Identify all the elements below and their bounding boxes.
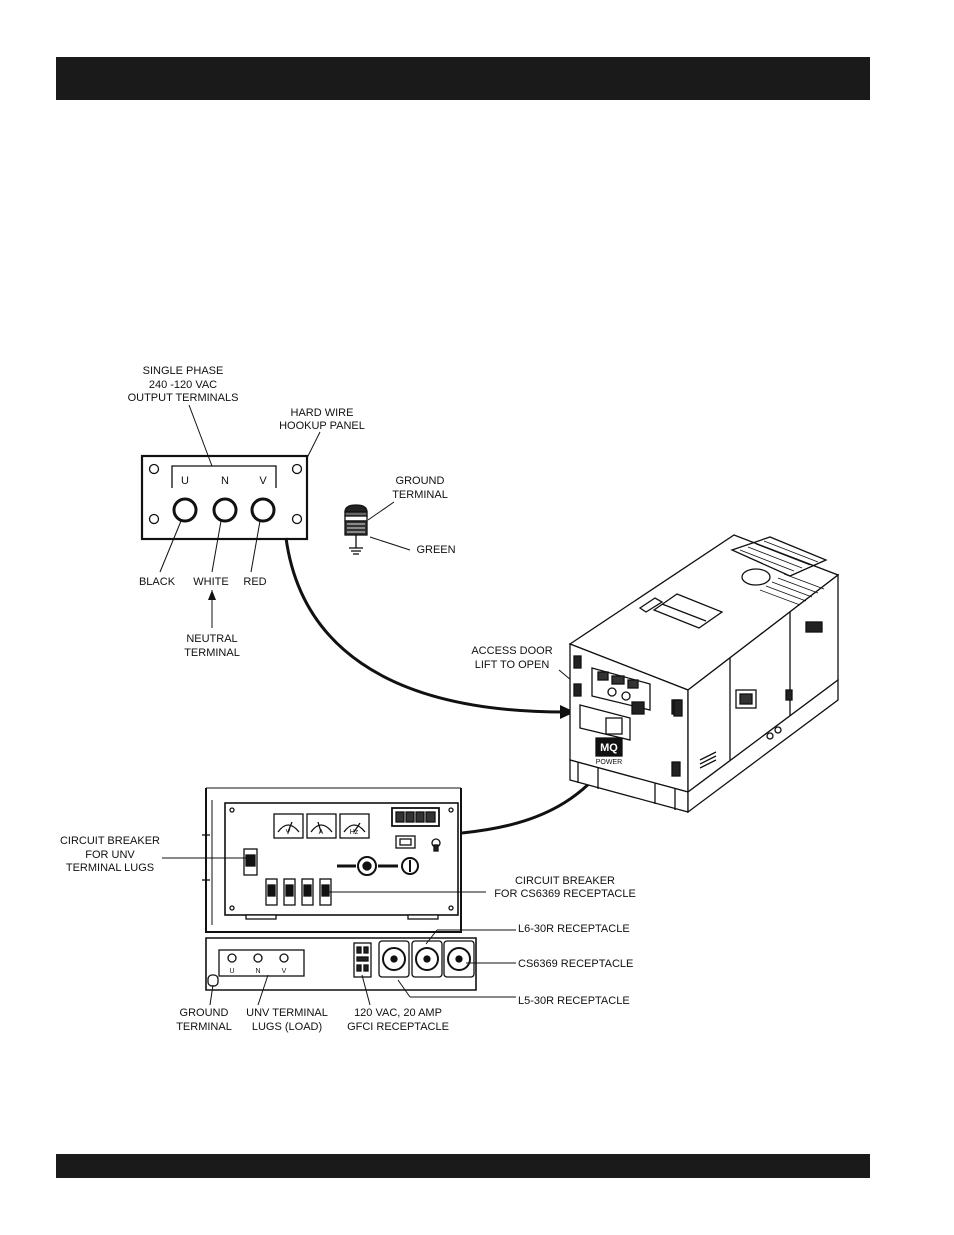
breaker-unv-label-1: CIRCUIT BREAKER xyxy=(60,835,160,847)
brand-logo: MQ xyxy=(600,742,618,754)
terminal-n-label: N xyxy=(221,475,229,487)
access-door-label-1: ACCESS DOOR xyxy=(471,645,552,657)
gfci-label-2: GFCI RECEPTACLE xyxy=(347,1021,449,1033)
lug-n-label: N xyxy=(255,968,260,975)
brand-sub-label: POWER xyxy=(596,759,622,766)
terminal-u-label: U xyxy=(181,475,189,487)
ground-terminal-label-2: TERMINAL xyxy=(392,489,448,501)
panel-ground-label-2: TERMINAL xyxy=(176,1021,232,1033)
terminal-v-label: V xyxy=(259,475,267,487)
neutral-terminal-label-2: TERMINAL xyxy=(184,647,240,659)
unv-lugs-label-1: UNV TERMINAL xyxy=(246,1007,328,1019)
hard-wire-label-2: HOOKUP PANEL xyxy=(279,420,365,432)
red-wire-label: RED xyxy=(243,576,266,588)
breaker-cs6369-label-1: CIRCUIT BREAKER xyxy=(515,875,615,887)
footer-bar xyxy=(56,1154,870,1178)
ground-terminal-label-1: GROUND xyxy=(396,475,445,487)
meter-v-label: V xyxy=(286,829,291,836)
breaker-cs6369-label-2: FOR CS6369 RECEPTACLE xyxy=(494,888,636,900)
l6-receptacle-label: L6-30R RECEPTACLE xyxy=(518,923,630,935)
l5-receptacle-label: L5-30R RECEPTACLE xyxy=(518,995,630,1007)
green-wire-label: GREEN xyxy=(416,544,455,556)
breaker-unv-label-2: FOR UNV xyxy=(85,849,135,861)
output-terminals-label-1: SINGLE PHASE xyxy=(143,365,224,377)
black-wire-label: BLACK xyxy=(139,576,176,588)
header-bar xyxy=(56,57,870,100)
control-panel xyxy=(202,787,477,991)
meter-a-label: A xyxy=(319,829,324,836)
generator-illustration xyxy=(568,534,840,814)
unv-lugs-label-2: LUGS (LOAD) xyxy=(252,1021,322,1033)
neutral-arrow-icon xyxy=(208,590,216,600)
gfci-label-1: 120 VAC, 20 AMP xyxy=(354,1007,442,1019)
hard-wire-label-1: HARD WIRE xyxy=(291,407,354,419)
ground-terminal-icon xyxy=(344,504,368,555)
hookup-panel xyxy=(140,454,309,541)
cable-arrow-icon xyxy=(560,705,575,719)
lug-u-label: U xyxy=(229,968,234,975)
access-door-label-2: LIFT TO OPEN xyxy=(475,659,550,671)
white-wire-label: WHITE xyxy=(193,576,228,588)
neutral-terminal-label-1: NEUTRAL xyxy=(186,633,237,645)
breaker-unv-label-3: TERMINAL LUGS xyxy=(66,862,154,874)
meter-hz-label: Hz xyxy=(350,829,359,836)
lug-v-label: V xyxy=(282,968,287,975)
output-terminals-label-3: OUTPUT TERMINALS xyxy=(128,392,239,404)
output-terminals-label-2: 240 -120 VAC xyxy=(149,379,217,391)
panel-ground-label-1: GROUND xyxy=(180,1007,229,1019)
cs6369-receptacle-label: CS6369 RECEPTACLE xyxy=(518,958,633,970)
hookup-cable xyxy=(284,537,566,714)
